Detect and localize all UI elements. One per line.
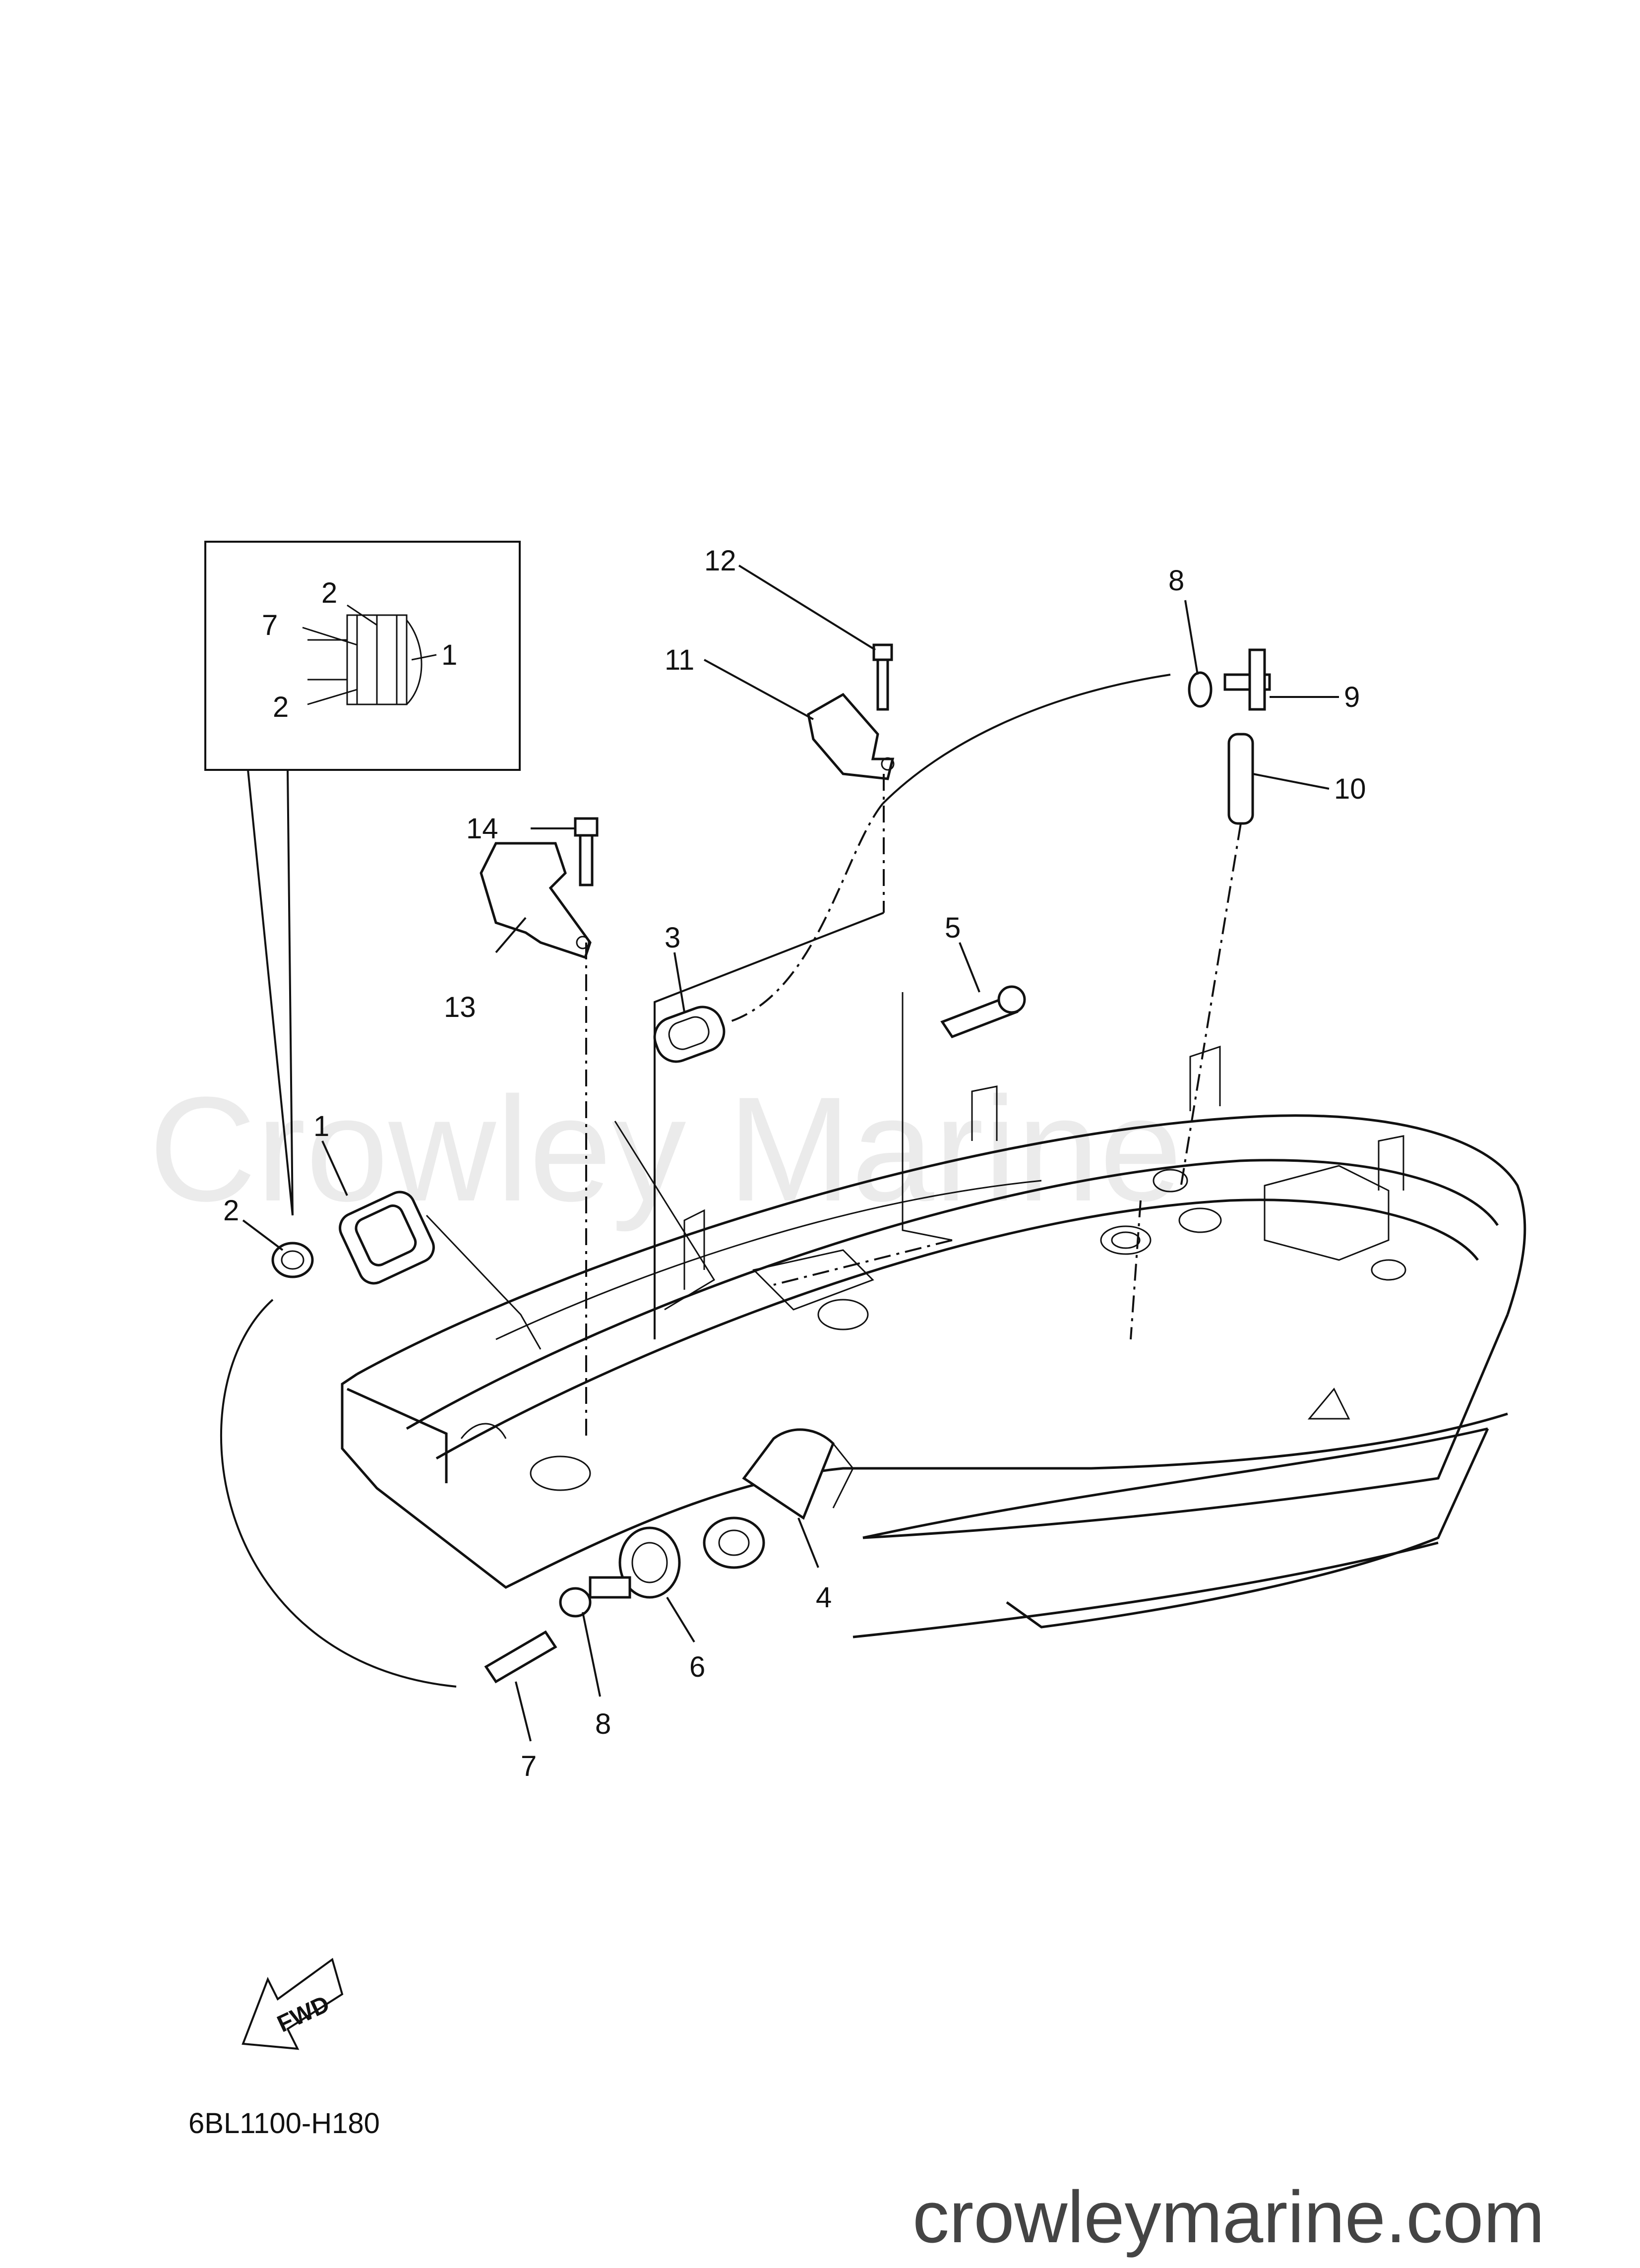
part-1-grommet — [339, 1191, 542, 1350]
drawing-code: 6BL1100-H180 — [188, 2107, 380, 2140]
callout-13: 13 — [444, 991, 476, 1023]
inset-callout-2-top: 2 — [321, 577, 337, 609]
detail-inset: 2 7 1 2 — [204, 541, 521, 1216]
callout-10: 10 — [1334, 773, 1366, 805]
part-12-bolt — [872, 643, 893, 711]
callout-12: 12 — [704, 545, 736, 577]
inset-callout-1: 1 — [441, 639, 457, 671]
part-8-clip-upper — [1188, 671, 1213, 708]
inset-callout-2-bottom: 2 — [273, 691, 289, 723]
part-11-bracket — [807, 693, 895, 780]
leader-lines — [242, 565, 1339, 1742]
callout-4: 4 — [816, 1581, 832, 1614]
part-5-screw — [902, 985, 1026, 1241]
alignment-lines — [585, 774, 1242, 1439]
part-8-clip-lower — [559, 1587, 592, 1618]
fwd-arrow: FWD — [242, 1957, 344, 2050]
callout-1: 1 — [313, 1110, 329, 1142]
callout-9: 9 — [1344, 681, 1360, 713]
fwd-label: FWD — [273, 1991, 333, 2037]
callout-3: 3 — [665, 922, 680, 954]
callout-11: 11 — [665, 644, 694, 676]
watermark: Crowley Marine — [149, 1066, 1182, 1233]
part-9-tee — [1223, 648, 1271, 711]
footer-website: crowleymarine.com — [912, 2176, 1545, 2258]
part-6-cap — [589, 1526, 681, 1599]
callout-8-upper: 8 — [1168, 565, 1184, 597]
part-3-grommet — [614, 1006, 726, 1311]
part-10-hose — [1227, 733, 1254, 825]
part-7-hose — [220, 1299, 557, 1688]
callout-14: 14 — [466, 813, 498, 845]
routed-hose — [882, 674, 1171, 805]
callout-7: 7 — [521, 1750, 537, 1782]
part-14-bolt — [574, 817, 599, 886]
inset-callout-7: 7 — [262, 609, 278, 641]
part-2-clip — [271, 1242, 314, 1278]
part-4-fitting — [703, 1428, 854, 1569]
callout-2: 2 — [223, 1195, 239, 1227]
part-13-bracket — [480, 842, 592, 959]
callout-5: 5 — [945, 912, 961, 944]
callout-8-lower: 8 — [595, 1708, 611, 1740]
bottom-cowling — [341, 1045, 1526, 1638]
callouts: 12 11 8 9 10 14 13 3 5 1 2 4 6 8 7 — [223, 545, 1366, 1782]
callout-6: 6 — [689, 1651, 705, 1683]
